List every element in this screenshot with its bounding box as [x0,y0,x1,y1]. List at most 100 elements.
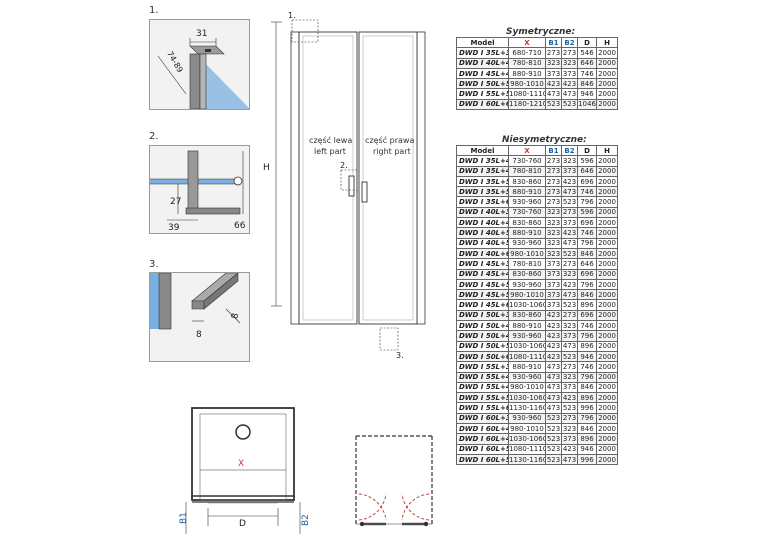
model-cell: DWD I 50L+50R [456,78,509,90]
value-cell: 323 [545,217,562,229]
height-label: H [263,163,270,173]
value-cell: 546 [577,47,597,59]
value-cell: 896 [577,392,597,404]
value-cell: 880-910 [508,186,546,198]
column-header: D [577,36,597,49]
model-cell: DWD I 60L+60R [456,98,509,111]
value-cell: 2000 [596,206,618,219]
value-cell: 323 [561,320,578,332]
value-cell: 423 [561,78,578,90]
model-cell: DWD I 40L+40R [456,57,509,69]
door-swing-plan [355,435,433,527]
value-cell: 646 [577,57,597,69]
value-cell: 646 [577,258,597,270]
model-cell: DWD I 35L+60R [456,196,509,208]
plan-b2-label: B2 [301,514,311,526]
value-cell: 2000 [596,165,618,177]
model-cell: DWD I 55L+45R [456,381,509,394]
value-cell: 2000 [596,320,618,332]
value-cell: 1130-1160 [508,402,546,414]
value-cell: 2000 [596,330,618,342]
value-cell: 930-960 [508,237,546,249]
value-cell: 423 [545,320,562,332]
detail-1-dim-top: 31 [196,29,207,39]
value-cell: 523 [561,299,578,311]
model-cell: DWD I 40L+35R [456,206,509,219]
value-cell: 896 [577,299,597,311]
model-cell: DWD I 50L+35R [456,309,509,322]
right-part-pl: część prawa [365,135,414,145]
value-cell: 2000 [596,186,618,198]
value-cell: 2000 [596,88,618,100]
detail-2-dim-bottom: 39 [168,223,180,233]
column-header: X [508,144,546,157]
value-cell: 273 [561,258,578,270]
value-cell: 980-1010 [508,381,546,394]
value-cell: 930-960 [508,278,546,291]
model-cell: DWD I 45L+55R [456,289,509,301]
value-cell: 2000 [596,299,618,311]
detail-2-drawing: 27 39 66 [150,146,249,233]
value-cell: 2000 [596,237,618,249]
value-cell: 796 [577,278,597,291]
column-header: Model [456,36,509,49]
value-cell: 646 [577,165,597,177]
value-cell: 423 [545,340,562,352]
value-cell: 830-860 [508,175,546,188]
value-cell: 780-810 [508,258,546,270]
value-cell: 273 [561,206,578,219]
value-cell: 523 [545,443,562,455]
column-header: B1 [545,36,562,49]
value-cell: 273 [561,309,578,322]
model-cell: DWD I 55L+40R [456,371,509,383]
value-cell: 373 [545,278,562,291]
plan-x-label: X [238,459,244,469]
model-cell: DWD I 40L+50R [456,227,509,239]
value-cell: 830-860 [508,268,546,280]
detail-3-dim-bottom: 8 [196,330,202,340]
value-cell: 523 [561,350,578,363]
value-cell: 323 [561,423,578,435]
value-cell: 373 [545,67,562,80]
value-cell: 2000 [596,217,618,229]
value-cell: 323 [561,371,578,383]
model-cell: DWD I 50L+45R [456,330,509,342]
value-cell: 2000 [596,309,618,322]
value-cell: 523 [561,247,578,260]
value-cell: 473 [545,392,562,404]
column-header: X [508,36,546,49]
model-cell: DWD I 45L+50R [456,278,509,291]
value-cell: 473 [561,289,578,301]
value-cell: 2000 [596,175,618,188]
model-cell: DWD I 35L+50R [456,175,509,188]
value-cell: 946 [577,443,597,455]
value-cell: 523 [545,98,562,111]
value-cell: 846 [577,289,597,301]
value-cell: 1030-1060 [508,433,546,445]
value-cell: 373 [561,381,578,394]
value-cell: 2000 [596,196,618,208]
model-cell: DWD I 50L+40R [456,320,509,332]
value-cell: 323 [561,268,578,280]
model-cell: DWD I 35L+45R [456,165,509,177]
value-cell: 423 [545,309,562,322]
value-cell: 373 [561,67,578,80]
model-cell: DWD I 35L+40R [456,155,509,167]
value-cell: 423 [545,78,562,90]
value-cell: 473 [561,340,578,352]
value-cell: 2000 [596,155,618,167]
value-cell: 273 [561,412,578,425]
